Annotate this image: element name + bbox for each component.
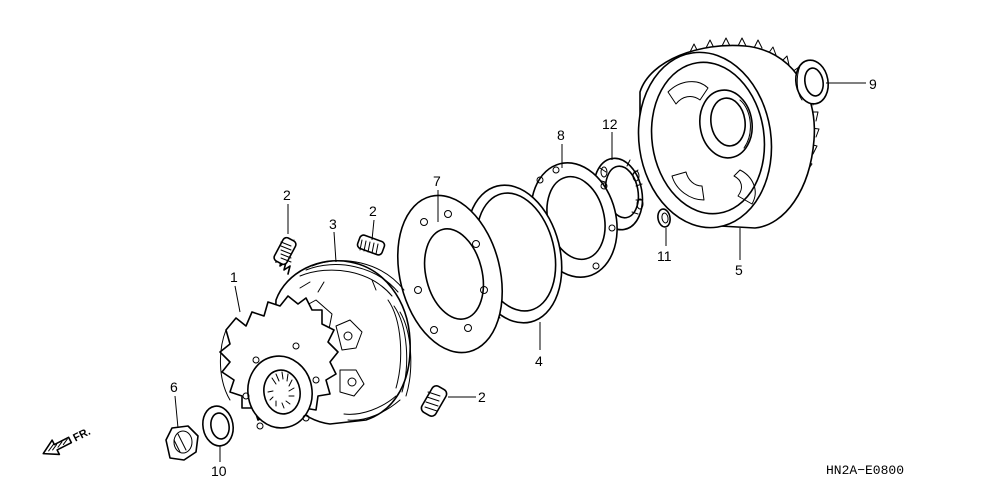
callout-11[interactable]: 11 (657, 248, 672, 264)
callout-7[interactable]: 7 (433, 173, 441, 189)
callout-2-top-right[interactable]: 2 (369, 203, 377, 219)
callout-6[interactable]: 6 (170, 379, 178, 395)
callout-numbers: 1 2 2 2 3 4 5 6 7 8 9 10 11 12 (170, 76, 877, 479)
drive-plate-sprocket-1[interactable] (219, 295, 339, 433)
washer-10[interactable] (200, 404, 236, 449)
callout-10[interactable]: 10 (211, 463, 227, 479)
front-direction-arrow: FR. (42, 426, 93, 456)
callout-2-bottom[interactable]: 2 (478, 389, 486, 405)
callout-5[interactable]: 5 (735, 262, 743, 278)
thrust-washer-9[interactable] (792, 58, 831, 107)
spring-2-top-left[interactable] (273, 236, 298, 275)
callout-8[interactable]: 8 (557, 127, 565, 143)
callout-3[interactable]: 3 (329, 216, 337, 232)
nut-6[interactable] (165, 425, 199, 461)
callout-9[interactable]: 9 (869, 76, 877, 92)
drive-plate-7[interactable] (382, 184, 518, 363)
clutch-outer-drum[interactable] (627, 37, 820, 236)
callout-4[interactable]: 4 (535, 353, 543, 369)
spring-2-bottom[interactable] (420, 384, 449, 418)
callout-12[interactable]: 12 (602, 116, 618, 132)
washer-11[interactable] (657, 208, 672, 228)
callout-1[interactable]: 1 (230, 269, 238, 285)
spring-2-top-right[interactable] (356, 234, 386, 256)
front-direction-label: FR. (71, 426, 92, 445)
arrow-left-icon (42, 436, 73, 456)
diagram-code: HN2A−E0800 (826, 463, 904, 478)
callout-2-top-left[interactable]: 2 (283, 187, 291, 203)
leader-lines (174, 82, 866, 462)
